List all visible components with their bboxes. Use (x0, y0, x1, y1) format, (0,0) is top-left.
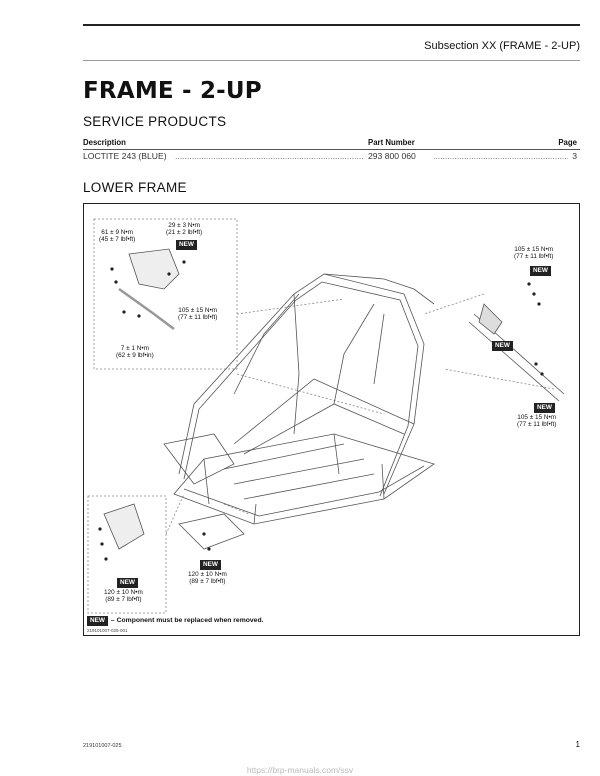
torque-annotation: 29 ± 3 N•m(21 ± 2 lbf•ft) (166, 222, 203, 237)
torque-annotation: 120 ± 10 N•m(89 ± 7 lbf•ft) (188, 571, 227, 586)
new-badge: NEW (176, 240, 197, 250)
header-rule (83, 24, 580, 26)
header-divider (83, 60, 580, 61)
lower-frame-figure: 61 ± 9 N•m(45 ± 7 lbf•ft) 29 ± 3 N•m(21 … (83, 203, 580, 636)
table-header: Description Part Number Page (83, 137, 580, 150)
torque-annotation: 120 ± 10 N•m(89 ± 7 lbf•ft) (104, 589, 143, 604)
leader-dots: ........................................… (175, 151, 363, 161)
torque-annotation: 7 ± 1 N•m(62 ± 9 lbf•in) (116, 345, 154, 360)
new-badge: NEW (200, 560, 221, 570)
figure-code: 219101007-025-001 (87, 628, 128, 633)
row-page: 3 (572, 151, 577, 161)
column-part-number: Part Number (368, 138, 415, 147)
new-badge: NEW (492, 341, 513, 351)
new-badge: NEW (117, 578, 138, 588)
leader-dots: ........................................… (433, 151, 568, 161)
new-badge: NEW (534, 403, 555, 413)
frame-illustration (87, 218, 565, 614)
new-badge: NEW (530, 266, 551, 276)
watermark-url[interactable]: https://brp-manuals.com/ssv (246, 765, 354, 775)
page-title: FRAME - 2-UP (83, 78, 262, 104)
row-description: LOCTITE 243 (BLUE) (83, 151, 167, 161)
legend-text: – Component must be replaced when remove… (110, 617, 264, 624)
service-products-heading: SERVICE PRODUCTS (83, 114, 227, 129)
footer-code: 219101007-025 (83, 743, 122, 749)
torque-annotation: 105 ± 15 N•m(77 ± 11 lbf•ft) (178, 307, 218, 322)
subsection-label: Subsection XX (FRAME - 2-UP) (424, 40, 580, 52)
torque-annotation: 105 ± 15 N•m(77 ± 11 lbf•ft) (514, 246, 554, 261)
row-part-number: 293 800 060 (368, 151, 416, 161)
torque-annotation: 105 ± 15 N•m(77 ± 11 lbf•ft) (517, 414, 557, 429)
new-badge: NEW (87, 616, 108, 626)
torque-annotation: 61 ± 9 N•m(45 ± 7 lbf•ft) (99, 229, 136, 244)
page-number: 1 (575, 740, 580, 749)
table-row: LOCTITE 243 (BLUE) .....................… (83, 150, 580, 162)
legend: NEW– Component must be replaced when rem… (87, 616, 264, 626)
column-description: Description (83, 138, 126, 147)
lower-frame-heading: LOWER FRAME (83, 180, 187, 195)
column-page: Page (558, 138, 577, 147)
